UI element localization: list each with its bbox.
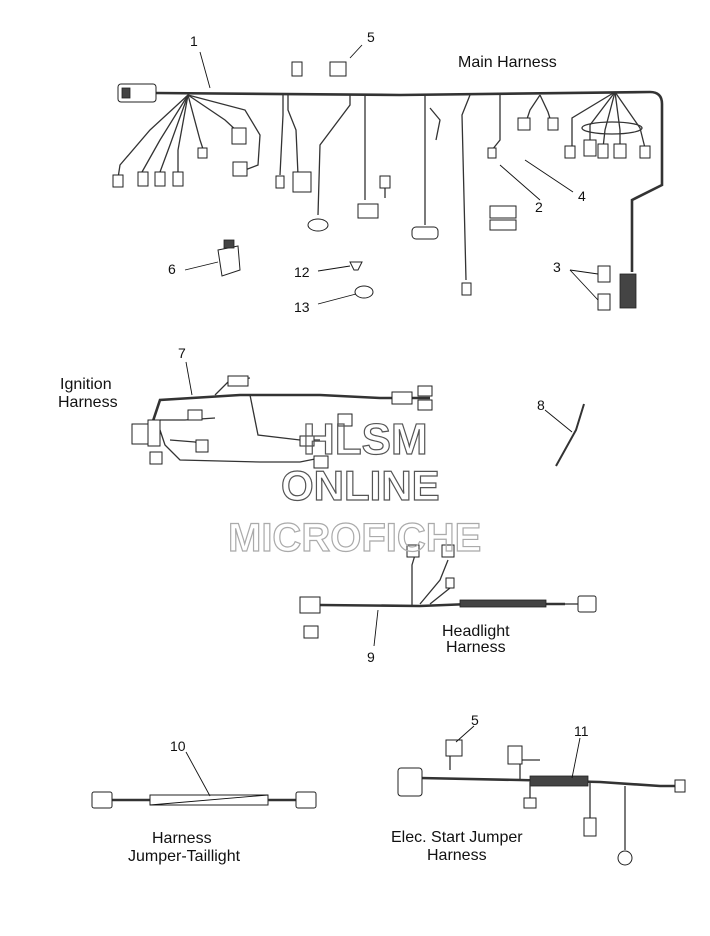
watermark-line-2: ONLINE bbox=[281, 462, 440, 509]
leader-lines bbox=[184, 44, 599, 797]
callout-5-bottom: 5 bbox=[471, 712, 479, 728]
callout-7: 7 bbox=[178, 345, 186, 361]
callout-9: 9 bbox=[367, 649, 375, 665]
part-12-screw bbox=[349, 261, 363, 271]
headlight-harness bbox=[299, 544, 597, 639]
callout-12: 12 bbox=[294, 264, 310, 280]
part-13-clip bbox=[354, 285, 374, 299]
headlight-harness-title-line1: Headlight bbox=[442, 623, 510, 640]
ignition-harness-title-line1: Ignition bbox=[60, 376, 112, 393]
watermark-line-3: MICROFICHE bbox=[228, 516, 481, 560]
callout-4: 4 bbox=[578, 188, 586, 204]
callout-10: 10 bbox=[170, 738, 186, 754]
callout-8: 8 bbox=[537, 397, 545, 413]
main-harness-title: Main Harness bbox=[458, 54, 557, 71]
headlight-harness-title-line2: Harness bbox=[446, 639, 506, 656]
ignition-harness-title-line2: Harness bbox=[58, 394, 118, 411]
ignition-harness bbox=[131, 375, 433, 469]
callout-3: 3 bbox=[553, 259, 561, 275]
taillight-jumper-title-line1: Harness bbox=[152, 830, 212, 847]
callout-5-top: 5 bbox=[367, 29, 375, 45]
part-3-connectors bbox=[597, 265, 611, 311]
part-8-tie-strap bbox=[555, 403, 585, 467]
callout-6: 6 bbox=[168, 261, 176, 277]
main-harness bbox=[112, 61, 664, 309]
watermark: HLSM ONLINE MICROFICHE bbox=[227, 414, 482, 560]
taillight-jumper-harness bbox=[91, 791, 317, 809]
elec-start-jumper-harness bbox=[397, 739, 686, 866]
taillight-jumper-title-line2: Jumper-Taillight bbox=[128, 848, 241, 865]
callout-11: 11 bbox=[574, 723, 589, 739]
callout-2: 2 bbox=[535, 199, 543, 215]
elec-start-jumper-title-line1: Elec. Start Jumper bbox=[391, 829, 523, 846]
part-6-relay bbox=[217, 239, 241, 277]
callout-13: 13 bbox=[294, 299, 310, 315]
watermark-line-1: HLSM bbox=[303, 415, 428, 464]
elec-start-jumper-title-line2: Harness bbox=[427, 847, 487, 864]
callout-1: 1 bbox=[190, 33, 198, 49]
